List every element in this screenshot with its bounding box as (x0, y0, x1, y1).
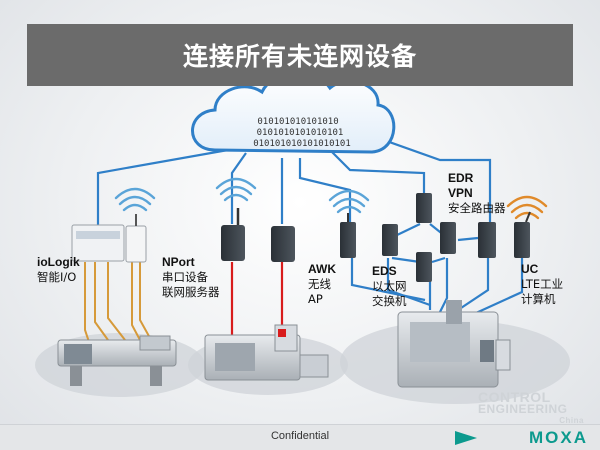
confidential-label: Confidential (270, 430, 330, 442)
wifi-icon (506, 195, 548, 220)
eds-switch (416, 193, 432, 223)
label-edr: EDR VPN 安全路由器 (448, 171, 506, 216)
link-nport-1 (230, 152, 247, 224)
io-wire-5 (139, 262, 151, 339)
label-eds: EDS 以太网 交换机 (372, 264, 407, 309)
cloud-binary: 010101010101010 0101010101010101 0101010… (253, 117, 351, 149)
link-uc-down (464, 258, 524, 320)
milling-machine (397, 300, 511, 388)
eds-switch (382, 224, 398, 256)
link-iologik (96, 148, 229, 228)
eds-desc1: 以太网 (372, 279, 407, 293)
awk-device (340, 213, 356, 258)
link-edr-down (454, 258, 490, 313)
binary-line: 010101010101010101 (253, 139, 351, 149)
eds-switch (416, 252, 432, 282)
binary-line: 010101010101010 (257, 117, 338, 127)
ring-3 (391, 256, 421, 264)
watermark-logo: CONTROL ENGINEERING China (478, 389, 588, 427)
nport-desc2: 联网服务器 (162, 285, 220, 299)
io-wires (84, 262, 151, 346)
edr-desc1: VPN (448, 186, 473, 200)
wifi-icon (114, 187, 156, 212)
nport-device (221, 225, 245, 261)
wifi-icon (215, 177, 257, 202)
awk-name: AWK (308, 262, 336, 276)
brand-triangle-icon (455, 431, 477, 445)
awk-desc1: 无线 (308, 277, 331, 291)
page-title: 连接所有未连网设备 (182, 42, 417, 71)
label-uc: UC LTE工业 计算机 (521, 262, 563, 307)
ring-5 (457, 236, 479, 242)
iologik-name: ioLogik (37, 255, 80, 269)
link-eds-down (386, 258, 431, 307)
edr-desc2: 安全路由器 (448, 201, 506, 215)
uc-desc1: LTE工业 (521, 277, 564, 291)
ethernet-links (96, 136, 524, 320)
iologik-wireless-device (125, 225, 147, 263)
link-eds (329, 149, 426, 193)
awk-desc2: AP (308, 292, 323, 306)
iologik-desc: 智能I/O (37, 270, 77, 284)
edr-router (478, 222, 496, 258)
io-wire-1 (84, 262, 91, 346)
wifi-signals (114, 177, 548, 220)
nport-device (271, 226, 295, 262)
eds-switches (382, 193, 456, 282)
watermark-line: CONTROL (478, 389, 551, 405)
cnc-machine (204, 324, 329, 381)
io-wire-4 (131, 262, 141, 341)
eds-desc2: 交换机 (372, 294, 407, 308)
edr-name: EDR (448, 171, 474, 185)
title-banner: 连接所有未连网设备 (27, 24, 573, 86)
lathe-machine (57, 335, 177, 386)
iologik-devices (71, 214, 147, 263)
binary-line: 0101010101010101 (257, 128, 344, 138)
eds-switch (440, 222, 456, 254)
uc-desc2: 计算机 (521, 292, 556, 306)
link-eds-right (439, 258, 449, 313)
uc-name: UC (521, 262, 539, 276)
label-nport: NPort 串口设备 联网服务器 (162, 255, 220, 300)
brand-logo: MOXA (529, 428, 588, 447)
wifi-icon (328, 189, 370, 214)
uc-computer (514, 211, 531, 258)
footer-bar: Confidential MOXA (0, 424, 600, 450)
link-edr (377, 136, 492, 222)
nport-devices (221, 208, 295, 262)
io-wire-2 (94, 262, 109, 341)
label-awk: AWK 无线 AP (308, 262, 336, 307)
watermark-line: China (559, 416, 584, 425)
nport-desc1: 串口设备 (162, 270, 208, 284)
nport-name: NPort (162, 255, 195, 269)
label-iologik: ioLogik 智能I/O (37, 255, 80, 285)
io-wire-3 (107, 262, 126, 341)
link-awk (298, 158, 352, 222)
ring-1 (394, 223, 421, 237)
watermark-line: ENGINEERING (478, 402, 568, 416)
eds-name: EDS (372, 264, 397, 278)
ring-4 (431, 256, 446, 264)
